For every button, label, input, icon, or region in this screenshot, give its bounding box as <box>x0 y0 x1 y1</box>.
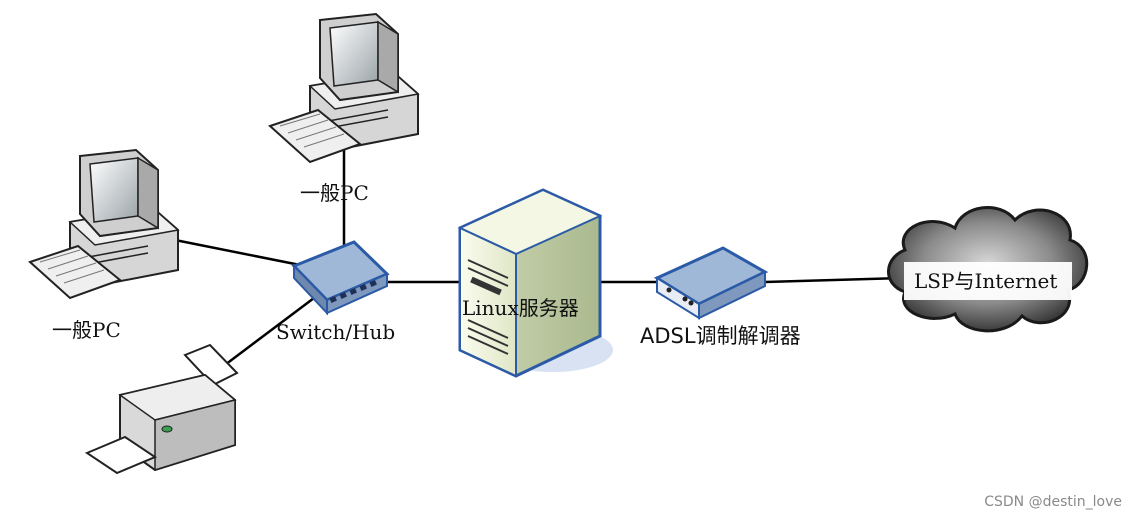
modem-icon <box>653 246 769 320</box>
modem-label: ADSL调制解调器 <box>640 324 801 348</box>
switch-icon <box>291 240 390 316</box>
switch-label: Switch/Hub <box>276 320 396 344</box>
pc-icon <box>268 12 420 164</box>
pc-icon <box>28 148 180 300</box>
cloud-label: LSP与Internet <box>914 269 1058 293</box>
watermark: CSDN @destin_love <box>984 494 1122 510</box>
server-label: Linux服务器 <box>462 296 579 320</box>
printer-icon <box>84 343 239 475</box>
link-cloud <box>764 276 906 284</box>
cloud-icon <box>887 206 1089 333</box>
pc-top-label: 一般PC <box>300 181 369 205</box>
pc-left-label: 一般PC <box>52 318 121 342</box>
server-icon <box>457 188 613 378</box>
